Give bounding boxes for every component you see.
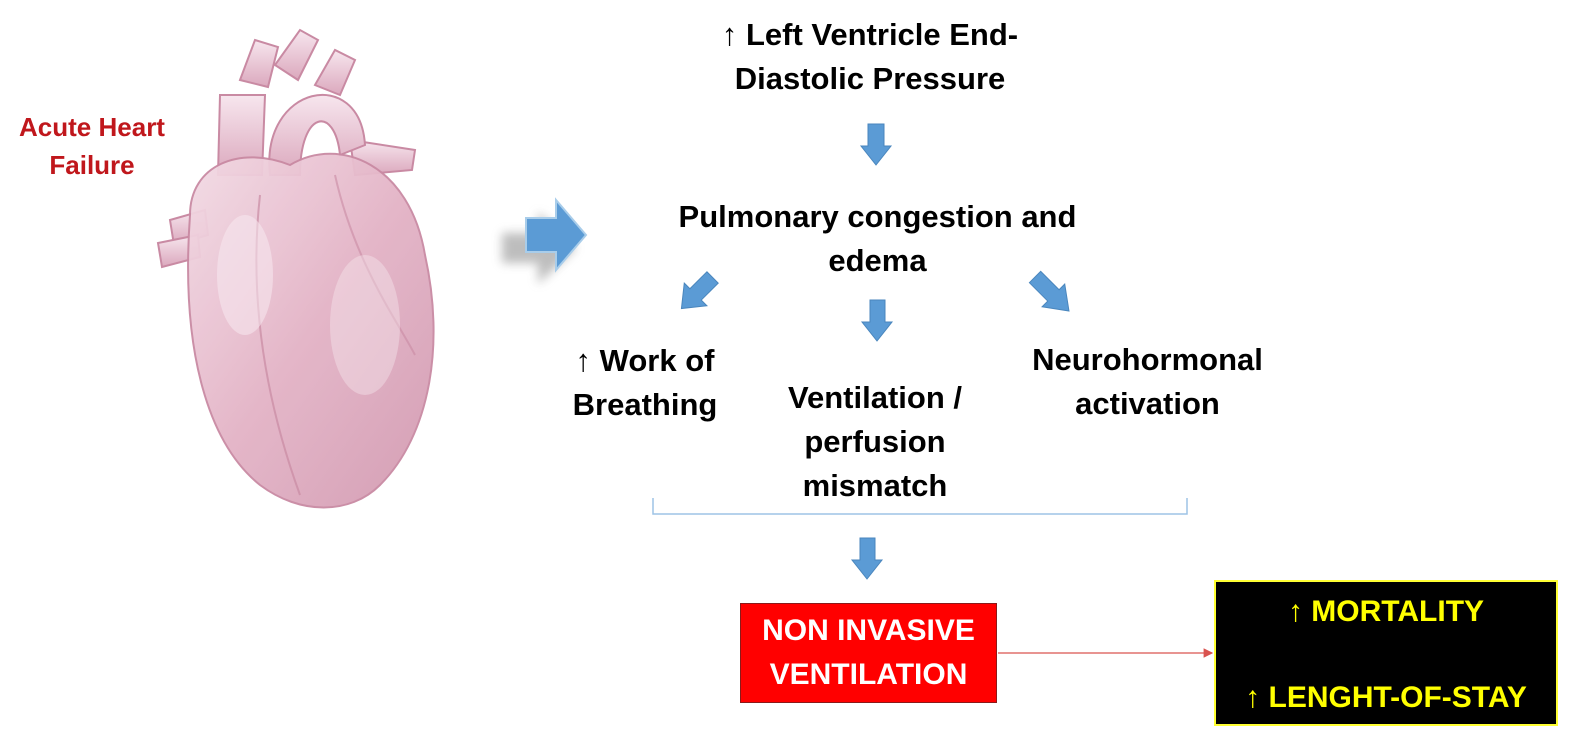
heart-illustration — [156, 28, 435, 509]
arrow-lvedp-to-pulmonary — [859, 123, 893, 166]
node-lvedp: ↑ Left Ventricle End- Diastolic Pressure — [721, 17, 1019, 96]
node-neurohormonal: Neurohormonal activation — [1032, 342, 1263, 421]
outcome-mortality: ↑ MORTALITY — [1287, 595, 1485, 628]
node-pulmonary-congestion: Pulmonary congestion and edema — [678, 199, 1077, 278]
heart-label: Acute Heart Failure — [19, 112, 165, 180]
node-vq-mismatch: Ventilation / perfusion mismatch — [788, 380, 962, 503]
arrow-to-niv — [850, 537, 884, 580]
outcomes-box: ↑ MORTALITY ↑ LENGHT-OF-STAY — [1214, 580, 1558, 726]
outcome-length-of-stay: ↑ LENGHT-OF-STAY — [1245, 681, 1527, 714]
main-right-arrow — [502, 197, 588, 284]
node-work-of-breathing: ↑ Work of Breathing — [572, 343, 718, 422]
niv-box: NON INVASIVE VENTILATION — [740, 603, 997, 703]
arrow-pulmonary-to-vq — [860, 299, 894, 342]
